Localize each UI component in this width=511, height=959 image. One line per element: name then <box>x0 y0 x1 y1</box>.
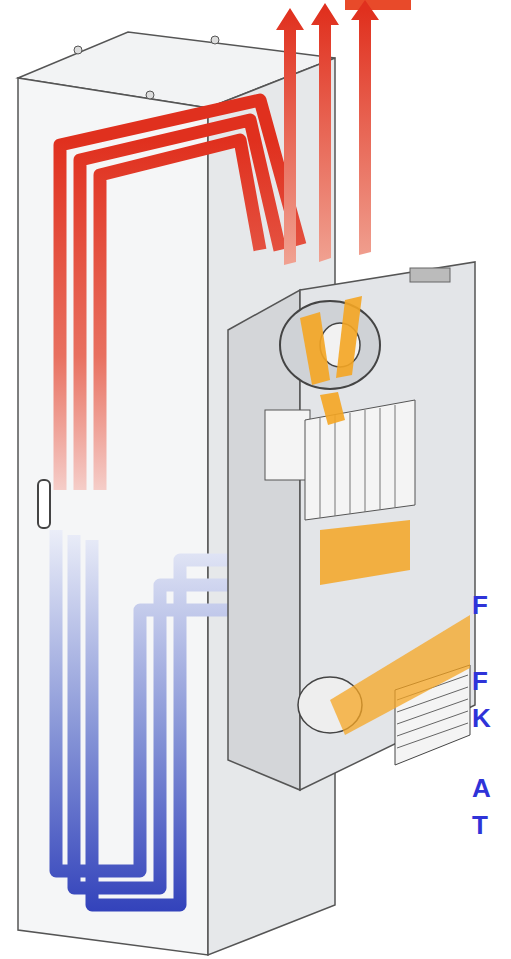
evaporator <box>265 410 310 480</box>
airflow <box>320 520 410 585</box>
cold-air-flow <box>56 530 235 905</box>
cropped-letter: A <box>472 775 491 801</box>
condenser <box>305 400 415 520</box>
cropped-letter: K <box>472 705 491 731</box>
cropped-letter: F <box>472 668 488 694</box>
fan <box>280 301 380 389</box>
red-bar <box>345 0 411 10</box>
exhaust-arrows <box>276 0 379 265</box>
airflow <box>330 615 470 735</box>
vent <box>410 268 450 282</box>
cropped-letter: T <box>472 812 488 838</box>
cropped-letter: F <box>472 592 488 618</box>
door-handle <box>38 480 50 528</box>
